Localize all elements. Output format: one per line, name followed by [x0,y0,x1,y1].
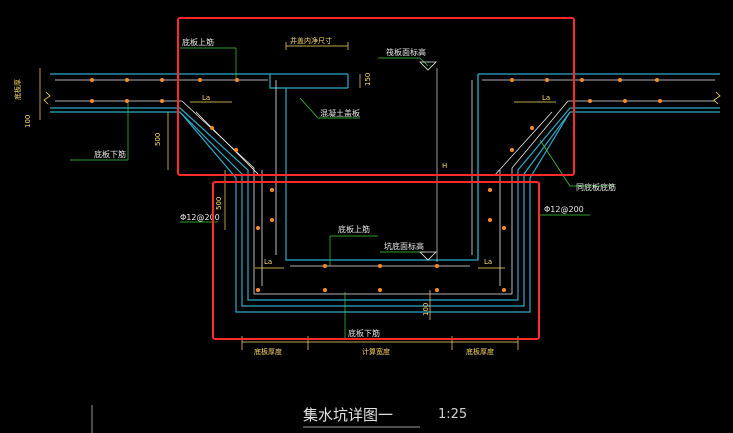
elevation-markers [419,61,437,261]
concrete-outline [50,73,720,313]
label-dim-100-pit: 100 [422,303,430,316]
label-rebar-spec-left: Φ12@200 [180,213,220,222]
label-top-slab-lower-bar: 底板下筋 [94,149,126,159]
label-top-slab-upper-bar: 底板上筋 [182,37,214,47]
label-dim-100: 100 [24,115,32,128]
label-la-bottom-right: La [484,258,492,266]
label-rebar-spec-right: Φ12@200 [544,205,584,214]
bar-dots [90,78,662,292]
dimension-lines [39,42,556,350]
label-h: H [442,162,447,170]
label-slab-bottom-bar: 同底板底筋 [576,182,616,192]
highlight-box-top [177,17,575,176]
label-bottom-dim-left: 底板厚度 [254,347,282,356]
label-dim-500-left: 500 [154,133,162,146]
label-slab-top-elevation: 筏板面标高 [386,47,426,57]
annotation-labels: 底板上筋 底板下筋 井盖内净尺寸 筏板面标高 混凝土盖板 底板上筋 坑底面标高 … [13,36,616,356]
label-la-top-right: La [542,94,550,102]
drawing-scale: 1:25 [438,407,467,422]
highlight-box-bottom [212,181,540,340]
label-pit-bottom-upper-bar: 底板上筋 [338,224,370,234]
drawing-title: 集水坑详图一 [303,406,393,424]
label-slab-thickness: 底板厚 [13,79,22,100]
label-la-top-left: La [202,94,210,102]
label-bottom-dim-center: 计算宽度 [362,347,390,356]
label-dim-500-low: 500 [215,197,223,210]
label-concrete-cover: 混凝土盖板 [320,108,360,118]
label-bottom-dim-right: 底板厚度 [466,347,494,356]
label-pit-inner-width: 井盖内净尺寸 [290,36,332,45]
leader-lines [70,47,614,338]
label-pit-bottom-lower-bar: 底板下筋 [348,328,380,338]
highlight-boxes [177,17,575,340]
label-pit-bottom-elevation: 坑底面标高 [384,241,424,251]
label-dim-150: 150 [364,73,372,86]
break-marks [43,91,721,105]
label-la-bottom-left: La [264,258,272,266]
